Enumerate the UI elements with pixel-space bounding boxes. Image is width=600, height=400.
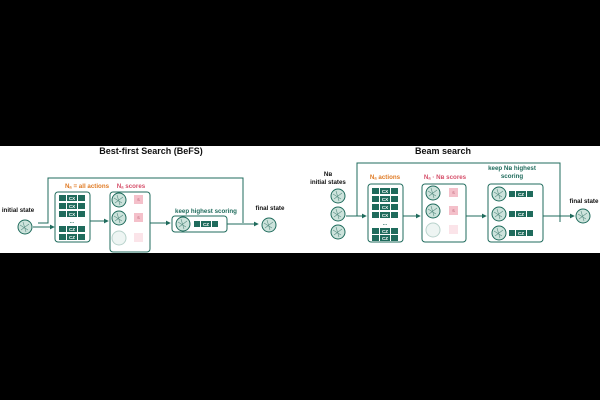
befs-gate-cx-2: CX bbox=[69, 204, 75, 209]
beam-final-state-label: final state bbox=[570, 198, 599, 205]
befs-title: Best-first Search (BeFS) bbox=[99, 146, 203, 156]
befs-actions-ellipsis: ... bbox=[70, 219, 75, 225]
befs-gate-cz-1: CZ bbox=[69, 227, 75, 232]
befs-final-state-label: final state bbox=[256, 205, 285, 212]
befs-gate-cx-3: CX bbox=[69, 212, 75, 217]
befs-loop-arrow bbox=[38, 177, 244, 224]
befs-action-gates: CX CX CX ... CZ CZ bbox=[59, 195, 85, 240]
beam-gate-cx-3: CX bbox=[382, 205, 388, 210]
beam-final-state-circle bbox=[575, 208, 591, 224]
beam-scores-label: Nₐ · Nʙ scores bbox=[424, 174, 467, 181]
beam-title: Beam search bbox=[415, 146, 471, 156]
beam-kept-gate-1: CZ bbox=[518, 192, 524, 197]
beam-actions-label: Nₐ actions bbox=[370, 174, 401, 181]
beam-score-rows: S S bbox=[425, 185, 458, 238]
svg-text:S: S bbox=[452, 191, 455, 195]
befs-actions-label: Nₐ = all actions bbox=[65, 183, 110, 190]
befs-best-state-circle bbox=[175, 216, 191, 232]
beam-gate-cx-2: CX bbox=[382, 197, 388, 202]
beam-kept-gate-2: CZ bbox=[518, 212, 524, 217]
beam-keep-label-2: scoring bbox=[501, 173, 524, 180]
befs-section: Best-first Search (BeFS) initial state N… bbox=[2, 146, 285, 253]
beam-section: Beam search Nʙ initial states Nₐ actions… bbox=[310, 146, 599, 243]
beam-initial-state-1 bbox=[330, 188, 346, 204]
beam-initial-state-3 bbox=[330, 224, 346, 240]
beam-action-gates: CX CX CX CX ... CZ CZ bbox=[372, 188, 398, 241]
beam-initial-count: Nʙ bbox=[324, 171, 332, 178]
befs-scores-label: Nₐ scores bbox=[117, 183, 146, 190]
svg-text:S: S bbox=[137, 216, 140, 220]
diagram-panel: Best-first Search (BeFS) initial state N… bbox=[0, 146, 600, 253]
beam-actions-ellipsis: ... bbox=[383, 221, 388, 227]
beam-initial-state-2 bbox=[330, 206, 346, 222]
beam-gate-cz-2: CZ bbox=[382, 236, 388, 241]
beam-gate-cz-1: CZ bbox=[382, 229, 388, 234]
befs-score-rows: S S bbox=[111, 192, 143, 246]
svg-text:S: S bbox=[137, 198, 140, 202]
beam-kept-states: CZ CZ CZ bbox=[491, 186, 533, 241]
befs-initial-state-circle bbox=[17, 219, 33, 235]
beam-gate-cx-1: CX bbox=[382, 189, 388, 194]
beam-initial-states-label: initial states bbox=[310, 179, 346, 186]
beam-keep-label-1: keep Nʙ highest bbox=[488, 165, 536, 172]
svg-text:S: S bbox=[452, 209, 455, 213]
befs-gate-cx-1: CX bbox=[69, 196, 75, 201]
beam-gate-cx-4: CX bbox=[382, 213, 388, 218]
beam-kept-gate-3: CZ bbox=[518, 231, 524, 236]
befs-gate-cz-2: CZ bbox=[69, 235, 75, 240]
befs-keep-gate-cz: CZ bbox=[203, 222, 209, 227]
search-diagram: Best-first Search (BeFS) initial state N… bbox=[2, 146, 599, 253]
befs-final-state-circle bbox=[261, 217, 277, 233]
befs-keep-label: keep highest scoring bbox=[175, 208, 237, 215]
befs-initial-state-label: initial state bbox=[2, 207, 35, 214]
